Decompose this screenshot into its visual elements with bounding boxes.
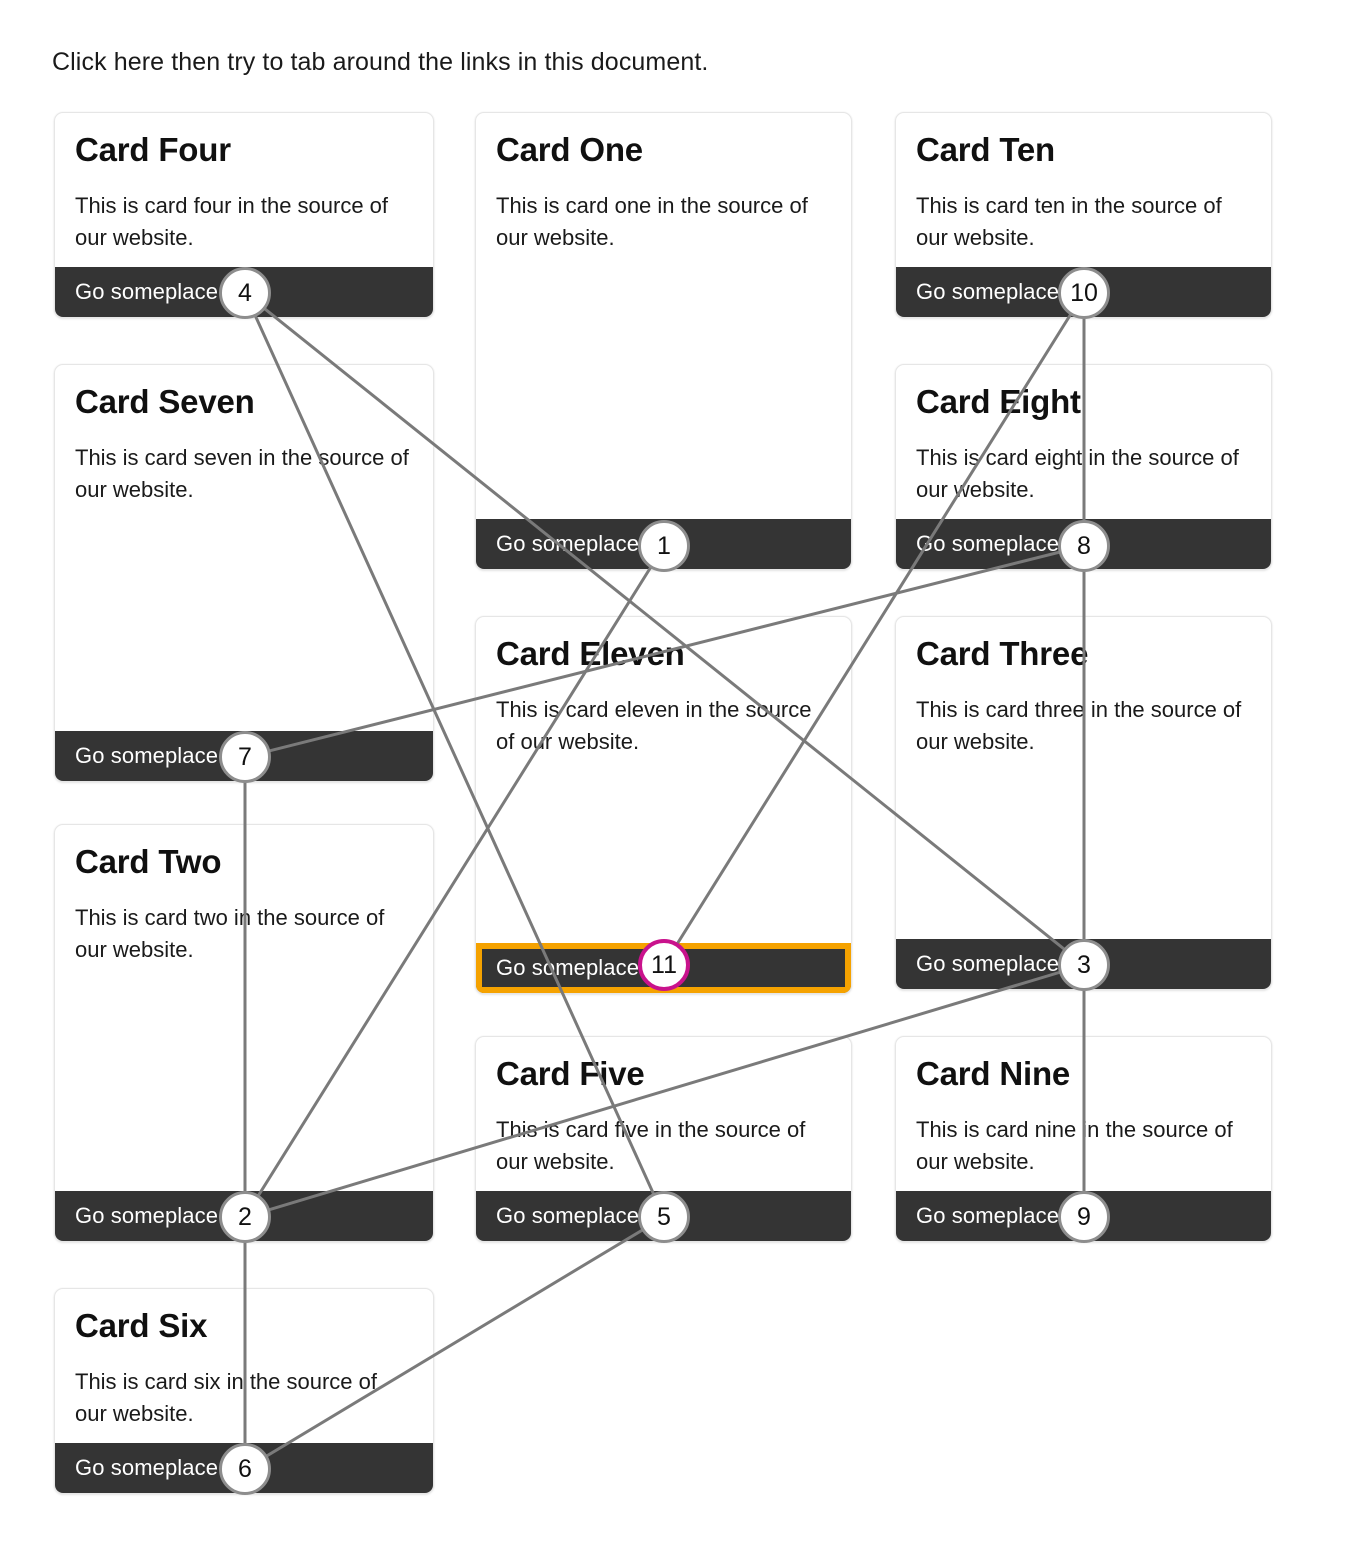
go-someplace-link[interactable]: Go someplace xyxy=(496,531,640,556)
go-someplace-link[interactable]: Go someplace xyxy=(916,531,1060,556)
card-title: Card Four xyxy=(75,131,231,168)
tab-index-marker-9: 9 xyxy=(1058,1191,1110,1243)
tab-index-marker-1: 1 xyxy=(638,520,690,572)
go-someplace-link[interactable]: Go someplace xyxy=(75,1203,219,1228)
card-description: This is card eleven in the source of our… xyxy=(496,696,812,754)
card-description: This is card two in the source of our we… xyxy=(75,904,385,962)
card-description: This is card five in the source of our w… xyxy=(496,1116,806,1174)
tab-index-marker-7: 7 xyxy=(219,731,271,783)
page-intro-text: Click here then try to tab around the li… xyxy=(52,48,709,76)
card-description: This is card four in the source of our w… xyxy=(75,192,389,250)
card-title: Card Six xyxy=(75,1307,208,1344)
card-title: Card Five xyxy=(496,1055,645,1092)
card-description: This is card eight in the source of our … xyxy=(916,444,1239,502)
go-someplace-link[interactable]: Go someplace xyxy=(75,743,219,768)
tab-index-marker-2: 2 xyxy=(219,1191,271,1243)
tab-index-marker-4: 4 xyxy=(219,267,271,319)
go-someplace-link[interactable]: Go someplace xyxy=(496,955,640,980)
tab-index-marker-6: 6 xyxy=(219,1443,271,1495)
card-description: This is card nine in the source of our w… xyxy=(916,1116,1233,1174)
go-someplace-link[interactable]: Go someplace xyxy=(496,1203,640,1228)
card-title: Card Two xyxy=(75,843,222,880)
tab-index-marker-8: 8 xyxy=(1058,520,1110,572)
go-someplace-link[interactable]: Go someplace xyxy=(916,1203,1060,1228)
card-description: This is card ten in the source of our we… xyxy=(916,192,1222,250)
card-title: Card Nine xyxy=(916,1055,1071,1092)
card-title: Card Ten xyxy=(916,131,1055,168)
go-someplace-link[interactable]: Go someplace xyxy=(916,279,1060,304)
card-title: Card One xyxy=(496,131,643,168)
tab-index-marker-3: 3 xyxy=(1058,939,1110,991)
card-description: This is card one in the source of our we… xyxy=(496,192,808,250)
go-someplace-link[interactable]: Go someplace xyxy=(75,1455,219,1480)
tab-index-marker-10: 10 xyxy=(1058,267,1110,319)
card-title: Card Seven xyxy=(75,383,255,420)
card-title: Card Eleven xyxy=(496,635,685,672)
tab-index-marker-5: 5 xyxy=(638,1191,690,1243)
card-title: Card Eight xyxy=(916,383,1081,420)
card-description: This is card three in the source of our … xyxy=(916,696,1242,754)
card-description: This is card seven in the source of our … xyxy=(75,444,409,502)
go-someplace-link[interactable]: Go someplace xyxy=(75,279,219,304)
go-someplace-link[interactable]: Go someplace xyxy=(916,951,1060,976)
card-title: Card Three xyxy=(916,635,1089,672)
card-description: This is card six in the source of our we… xyxy=(75,1368,378,1426)
tab-index-marker-11: 11 xyxy=(638,939,690,991)
